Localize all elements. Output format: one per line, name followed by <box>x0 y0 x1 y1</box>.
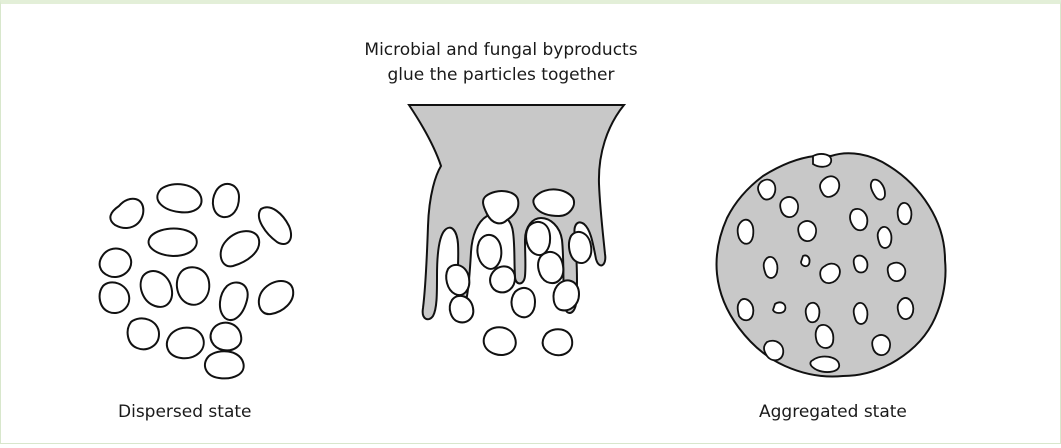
particle <box>533 189 574 216</box>
pore <box>773 302 785 313</box>
pore <box>878 227 892 248</box>
particle <box>446 265 469 295</box>
glue-caption-line-1: Microbial and fungal byproducts <box>331 38 671 63</box>
pore <box>820 176 839 197</box>
pore <box>813 154 831 167</box>
particle <box>484 327 516 355</box>
particle <box>128 318 159 349</box>
particle <box>100 249 132 277</box>
particle <box>205 351 244 378</box>
pore <box>758 180 775 200</box>
dispersed-state-label: Dispersed state <box>118 402 252 422</box>
glue-caption-line-2: glue the particles together <box>331 63 671 88</box>
pore <box>801 255 810 266</box>
pore <box>816 325 834 348</box>
particle <box>554 280 579 310</box>
particle <box>110 199 143 228</box>
particle <box>450 296 474 323</box>
particle <box>512 288 535 317</box>
pore <box>780 197 798 217</box>
glue-funnel <box>409 105 624 355</box>
pore <box>764 257 778 278</box>
pore <box>764 341 783 361</box>
particle <box>526 222 550 255</box>
particle <box>167 328 204 359</box>
particle <box>490 266 515 292</box>
particle <box>141 271 172 307</box>
particle <box>213 184 239 217</box>
pore <box>798 221 816 241</box>
pore <box>854 303 868 324</box>
pore <box>810 357 839 372</box>
particle <box>211 323 242 351</box>
particle <box>157 184 201 212</box>
particle <box>569 232 591 263</box>
particle <box>543 329 573 355</box>
pore <box>872 335 890 355</box>
pore <box>806 303 820 323</box>
pore <box>738 299 754 320</box>
particle <box>149 229 197 257</box>
particle <box>220 282 248 320</box>
particle <box>100 282 130 313</box>
pore <box>898 203 912 224</box>
glue-caption: Microbial and fungal byproducts glue the… <box>331 38 671 88</box>
aggregated-state-label: Aggregated state <box>759 402 907 422</box>
particle <box>221 231 260 266</box>
pore <box>888 263 906 281</box>
dispersed-particles <box>100 184 294 378</box>
pore <box>854 256 868 273</box>
pore <box>898 298 914 319</box>
particle <box>538 252 563 283</box>
pore <box>738 220 754 244</box>
pore <box>820 264 840 283</box>
particle <box>177 267 209 305</box>
particle <box>259 207 291 244</box>
aggregated-clump <box>716 153 945 376</box>
particle <box>259 281 293 314</box>
particle <box>477 235 501 269</box>
